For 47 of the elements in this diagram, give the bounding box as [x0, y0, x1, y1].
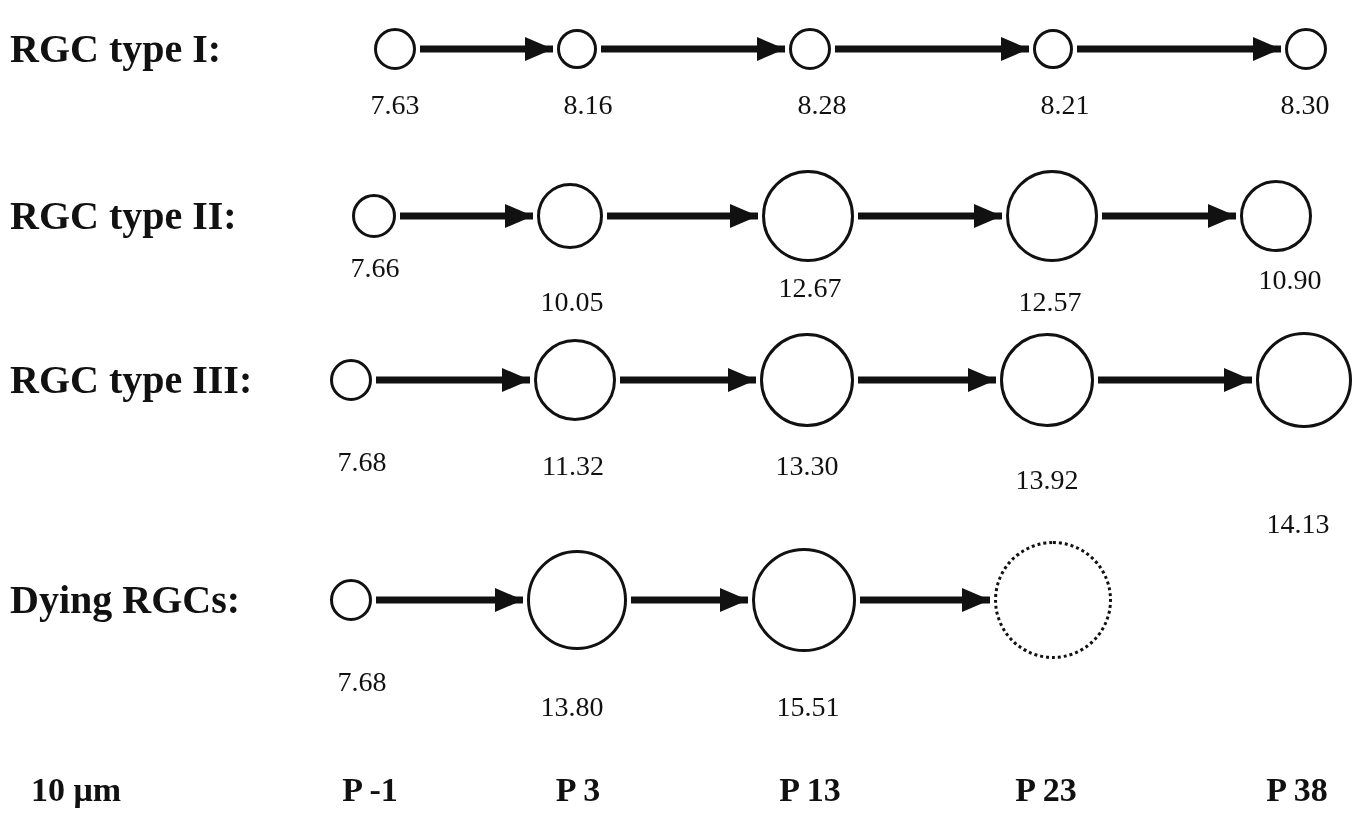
cell-circle [1006, 170, 1098, 262]
diameter-value: 7.63 [370, 91, 420, 119]
diameter-value: 13.80 [540, 693, 604, 721]
cell-circle [1033, 29, 1073, 69]
timepoint-label: P 23 [1015, 773, 1077, 807]
cell-circle [330, 359, 372, 401]
row-label: Dying RGCs: [10, 580, 241, 620]
cell-circle [762, 170, 854, 262]
timepoint-label: P 38 [1266, 773, 1328, 807]
diameter-value: 10.90 [1258, 266, 1322, 294]
diameter-value: 7.68 [337, 448, 387, 476]
scale-label: 10 μm [30, 773, 122, 807]
diameter-value: 12.57 [1018, 288, 1082, 316]
diameter-value: 8.30 [1280, 91, 1330, 119]
dotted-circle [994, 541, 1112, 659]
cell-circle [1285, 28, 1327, 70]
diameter-value: 7.68 [337, 668, 387, 696]
diameter-value: 12.67 [778, 274, 842, 302]
cell-circle [330, 579, 372, 621]
cell-circle [527, 550, 627, 650]
diameter-value: 13.30 [775, 452, 839, 480]
row-label: RGC type I: [10, 29, 222, 69]
cell-circle [537, 183, 603, 249]
cell-circle [760, 333, 854, 427]
row-label: RGC type II: [10, 196, 237, 236]
cell-circle [752, 548, 856, 652]
diameter-value: 15.51 [776, 693, 840, 721]
cell-circle [557, 29, 597, 69]
cell-circle [789, 28, 831, 70]
row-label: RGC type III: [10, 360, 253, 400]
timepoint-label: P 13 [779, 773, 841, 807]
diameter-value: 8.21 [1040, 91, 1090, 119]
diameter-value: 11.32 [542, 452, 604, 480]
diameter-value: 14.13 [1266, 510, 1330, 538]
cell-circle [1256, 332, 1352, 428]
cell-circle [534, 339, 616, 421]
timepoint-label: P 3 [555, 773, 601, 807]
diameter-value: 7.66 [350, 254, 400, 282]
diameter-value: 8.28 [797, 91, 847, 119]
cell-circle [1240, 180, 1312, 252]
diameter-value: 10.05 [540, 288, 604, 316]
diameter-value: 8.16 [563, 91, 613, 119]
cell-circle [1000, 333, 1094, 427]
diameter-value: 13.92 [1015, 466, 1079, 494]
cell-circle [352, 194, 396, 238]
timepoint-label: P -1 [342, 773, 398, 807]
cell-circle [374, 28, 416, 70]
